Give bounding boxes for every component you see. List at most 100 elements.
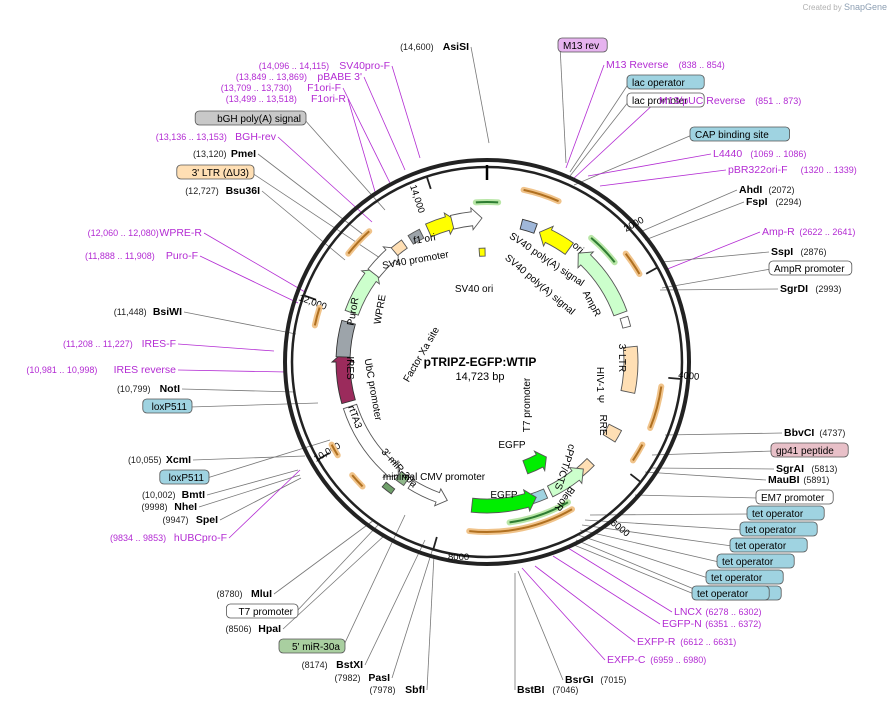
feature-label: EM7 promoter: [761, 493, 825, 504]
site-name: NheI: [174, 501, 197, 513]
right-label-20: tet operator: [739, 521, 818, 537]
site-name: SgrDI: [780, 283, 808, 295]
leader-line: [644, 201, 745, 241]
scale-tick-label: 6000: [608, 518, 631, 540]
feature-label: 3' LTR (ΔU3): [192, 168, 249, 179]
primer-position: (1069 .. 1086): [750, 149, 806, 159]
site-position: (7978): [369, 685, 395, 695]
leader-line: [599, 169, 727, 187]
label-box: [739, 521, 818, 537]
left-label-3: F1ori-F (13,709 .. 13,730): [221, 82, 341, 94]
primer-position: (13,709 .. 13,730): [221, 83, 292, 93]
site-name: PasI: [368, 672, 390, 684]
orf-arc: [590, 237, 616, 263]
rre-feature: [602, 423, 623, 443]
orf-arc: [330, 444, 339, 456]
feature-label: bGH poly(A) signal: [217, 114, 301, 125]
primer-name: hUBCpro-F: [174, 532, 227, 544]
leader-line: [664, 432, 783, 436]
inner-feature-label: EGFP: [490, 490, 518, 501]
label-box: [716, 553, 795, 569]
inner-feature-label: PuroR: [346, 297, 362, 327]
mir30a-arrow-feature: [381, 481, 396, 495]
site-position: (5891): [803, 475, 829, 485]
left-label-4: F1ori-R(13,499 .. 13,518): [226, 93, 347, 105]
right-label-8: AhdI(2072): [739, 184, 795, 196]
leader-line: [206, 439, 331, 479]
label-box: [729, 537, 808, 553]
right-label-5: CAP binding site: [689, 126, 790, 142]
primer-name: EXFP-R: [637, 636, 676, 648]
primer-name: IRES reverse: [114, 364, 177, 376]
site-position: (2294): [776, 197, 802, 207]
leader-line: [569, 82, 630, 173]
label-box: [705, 569, 784, 585]
orf-arc: [347, 230, 370, 255]
leader-line: [661, 251, 770, 263]
primer-name: pBABE 3': [317, 71, 362, 83]
ampr-promoter-feature: [619, 315, 632, 329]
leader-line: [199, 255, 299, 304]
site-name: AhdI: [739, 184, 762, 196]
feature-label: tet operator: [752, 509, 804, 520]
left-label-16: loxP511: [142, 398, 193, 414]
right-label-18: EM7 promoter: [755, 489, 834, 505]
site-position: (10,055): [128, 455, 162, 465]
primer-name: WPRE-R: [159, 227, 202, 239]
site-name: MluI: [251, 588, 272, 600]
leader-line: [575, 539, 707, 595]
leader-line: [177, 343, 275, 352]
leader-lines: [177, 45, 783, 691]
primer-position: (13,136 .. 13,153): [156, 132, 227, 142]
leader-line: [251, 172, 381, 259]
inner-feature-label: SV40 poly(A) signal: [502, 253, 576, 318]
orf-arc: [313, 307, 321, 326]
leader-line: [363, 76, 406, 171]
orf-arc: [523, 188, 559, 203]
primer-position: (13,849 .. 13,869): [236, 72, 307, 82]
site-position: (11,448): [114, 307, 147, 317]
leader-line: [567, 547, 673, 613]
right-label-27: EGFP-N(6351 .. 6372): [662, 618, 761, 630]
inner-feature-label: f1 ori: [413, 232, 437, 247]
leader-line: [644, 471, 767, 481]
primer-position: (11,888 .. 11,908): [85, 251, 155, 261]
inner-feature-label: minimal CMV promoter: [383, 472, 486, 483]
bgh-feature: [407, 228, 425, 245]
leader-line: [219, 477, 302, 521]
primer-name: IRES-F: [142, 338, 176, 350]
primer-position: (6959 .. 6980): [650, 655, 706, 665]
site-name: PmeI: [231, 148, 256, 160]
left-label-18: loxP511: [159, 469, 210, 485]
scale-tick: [317, 452, 330, 461]
credit-brand: SnapGene: [843, 2, 887, 12]
feature-label: lac operator: [632, 78, 685, 89]
credit-prefix: Created by: [802, 3, 842, 12]
right-label-9: FspI(2294): [746, 196, 802, 208]
leader-line: [203, 232, 306, 293]
primer-name: LNCX: [674, 606, 702, 618]
label-box: [142, 398, 193, 414]
site-position: (9998): [141, 502, 167, 512]
leader-line: [565, 64, 605, 169]
snapgene-credit: Created by SnapGene: [803, 2, 887, 12]
feature-label: 5' miR-30a: [292, 642, 340, 653]
right-label-6: L4440(1069 .. 1086): [713, 148, 806, 160]
primer-position: (838 .. 854): [679, 60, 725, 70]
sv40-polya-feature: [519, 218, 538, 234]
label-box: [159, 469, 210, 485]
right-label-2: lac operator: [626, 74, 705, 90]
leader-line: [664, 231, 761, 271]
left-label-12: BsiWI(11,448): [114, 306, 182, 318]
site-position: (2876): [801, 247, 827, 257]
leader-line: [651, 450, 774, 456]
orf-arc: [469, 508, 573, 533]
leader-line: [579, 529, 720, 563]
right-label-10: Amp-R(2622 .. 2641): [762, 226, 855, 238]
primer-name: F1ori-F: [307, 82, 341, 94]
site-position: (2993): [815, 284, 841, 294]
site-name: Bsu36I: [226, 185, 261, 197]
right-label-30: BsrGI(7015): [565, 674, 626, 686]
leader-line: [273, 519, 375, 595]
orf-arc: [351, 474, 364, 488]
